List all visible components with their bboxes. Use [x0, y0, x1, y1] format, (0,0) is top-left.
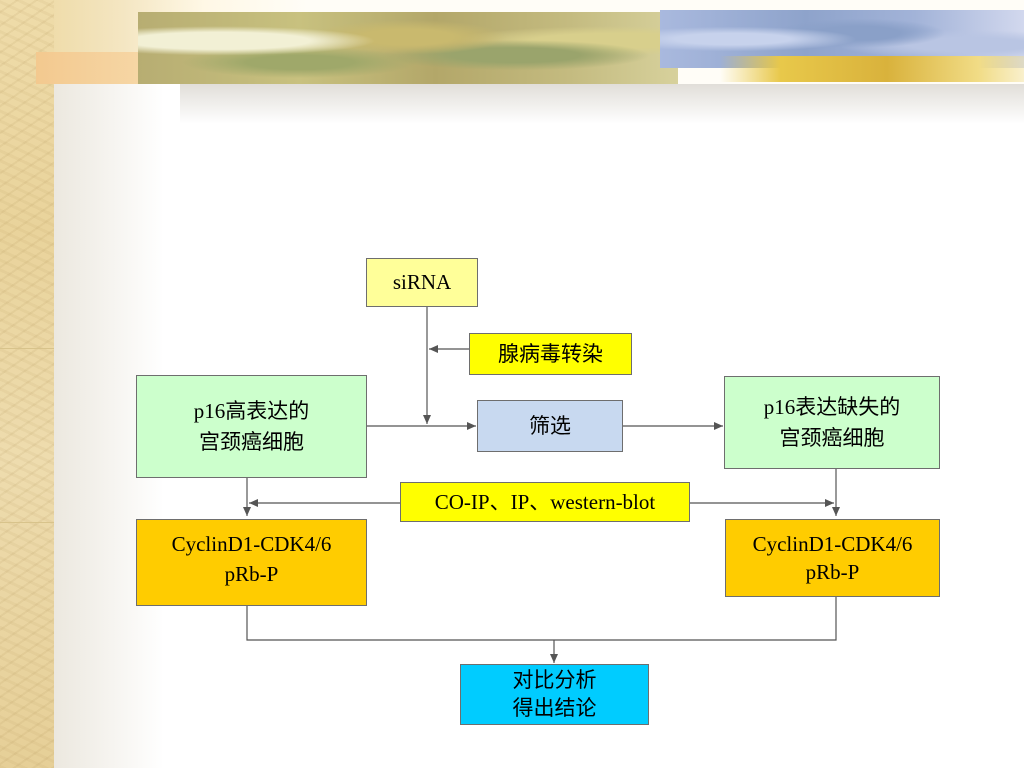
leaves-image: [138, 12, 678, 84]
deficient-cells-line-1: p16表达缺失的: [763, 395, 901, 420]
results-merge-line: [246, 597, 837, 641]
conclusion-line-2: 得出结论: [512, 695, 597, 720]
strip-divider: [0, 348, 54, 349]
transfection-box: 腺病毒转染: [469, 333, 632, 375]
left-result-line-2: pRb-P: [224, 562, 279, 587]
high-cells-line-1: p16高表达的: [193, 399, 310, 424]
right-result-line-1: CyclinD1-CDK4/6: [752, 531, 913, 556]
high-p16-cells-box: p16高表达的 宫颈癌细胞: [136, 375, 367, 478]
deficient-p16-cells-box: p16表达缺失的 宫颈癌细胞: [724, 376, 940, 469]
top-shadow: [180, 84, 1024, 124]
orange-decoration-block: [36, 52, 146, 84]
methods-box: CO-IP、IP、western-blot: [400, 482, 690, 522]
left-decoration-strip: [0, 0, 54, 768]
methods-label: CO-IP、IP、western-blot: [434, 489, 656, 514]
screening-label: 筛选: [529, 413, 571, 438]
conclusion-box: 对比分析 得出结论: [460, 664, 649, 725]
strip-divider: [0, 522, 54, 523]
right-result-box: CyclinD1-CDK4/6 pRb-P: [725, 519, 940, 597]
sirna-label: siRNA: [392, 270, 452, 295]
left-result-line-1: CyclinD1-CDK4/6: [171, 532, 332, 556]
high-cells-line-2: 宫颈癌细胞: [199, 429, 304, 454]
transfection-label: 腺病毒转染: [498, 341, 603, 366]
screening-box: 筛选: [477, 400, 623, 452]
deficient-cells-line-2: 宫颈癌细胞: [779, 425, 885, 450]
conclusion-line-1: 对比分析: [512, 668, 597, 693]
right-result-line-2: pRb-P: [805, 560, 860, 584]
sirna-box: siRNA: [366, 258, 478, 307]
left-result-box: CyclinD1-CDK4/6 pRb-P: [136, 519, 367, 606]
wheat-image: [720, 56, 1024, 82]
